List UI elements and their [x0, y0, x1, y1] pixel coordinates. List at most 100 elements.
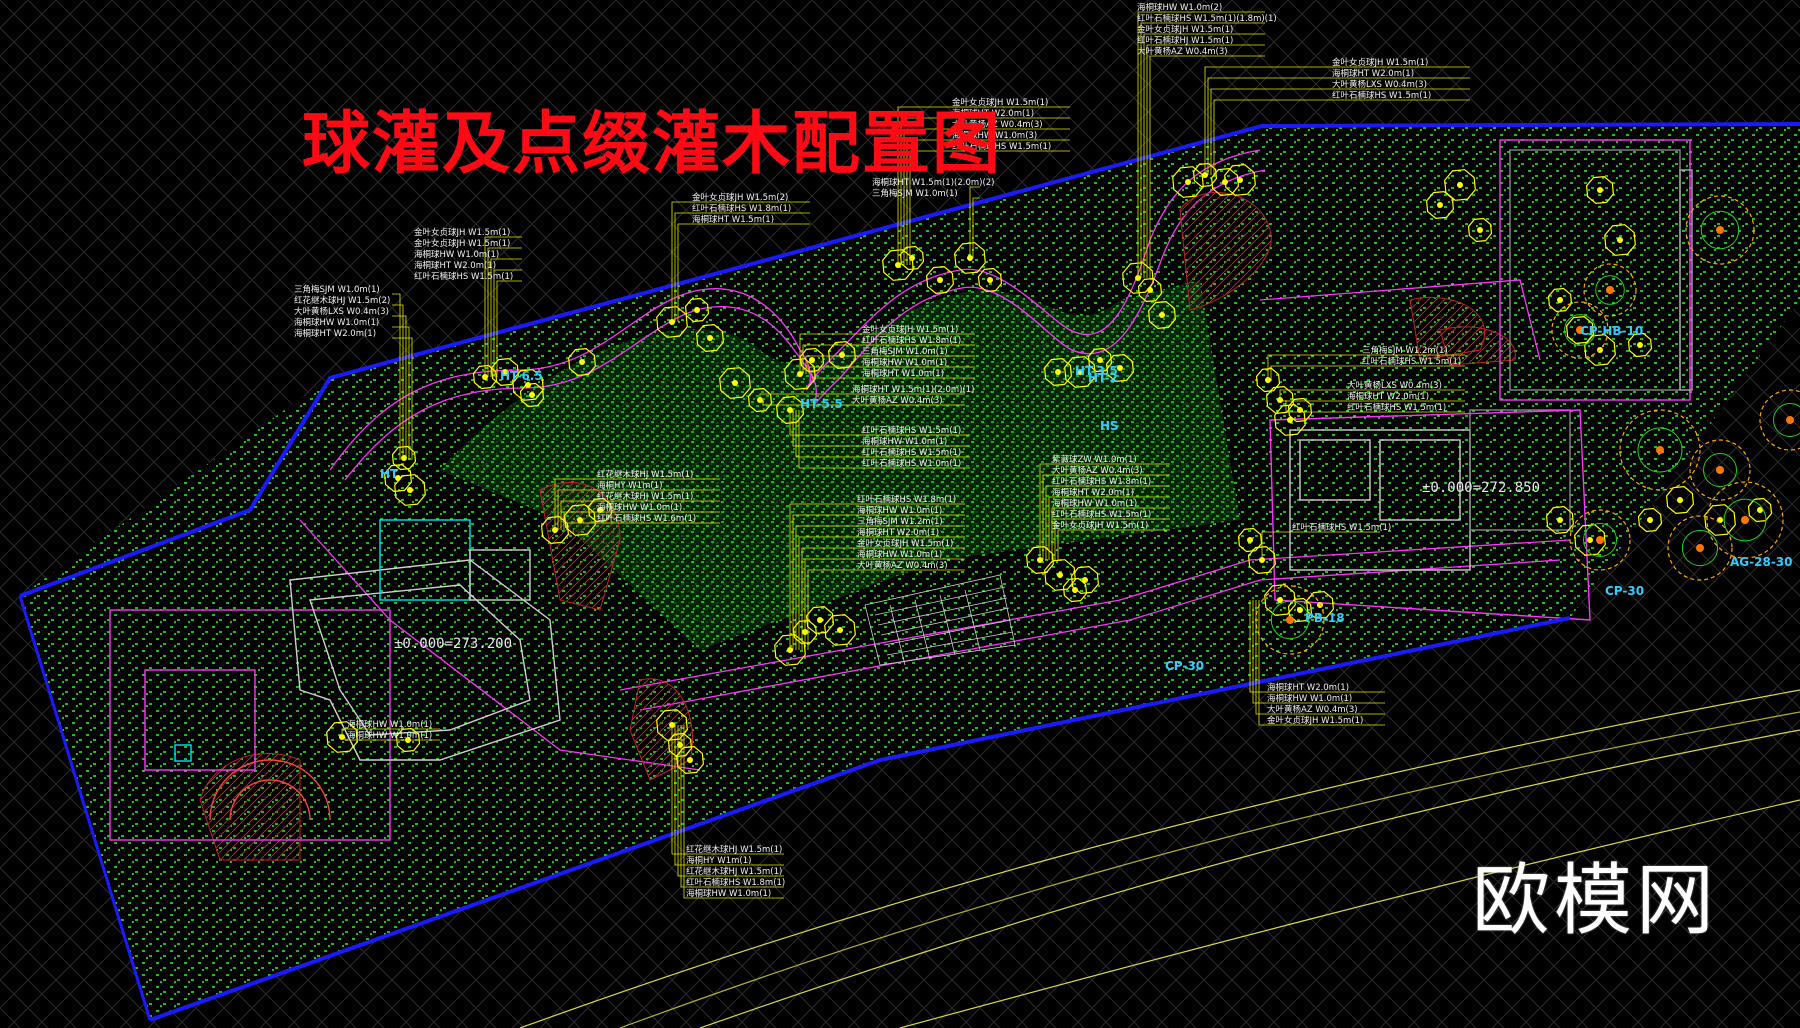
shrub-symbol [491, 358, 519, 386]
plant-callout: 金叶女贞球JH W1.5m(1)金叶女贞球JH W1.5m(1)海桐球HW W1… [414, 227, 522, 377]
elevation-right: ±0.000=272.850 [1422, 480, 1540, 496]
callout-line: 大叶黄杨AZ W0.4m(3) [952, 119, 1043, 130]
shrub-symbol [1071, 566, 1099, 594]
callout-line: 大叶黄杨LXS W0.4m(3) [294, 306, 389, 317]
plant-callout: 红花继木球HJ W1.5m(1)海桐HY W1m(1)红花继木球HJ W1.5m… [671, 725, 785, 899]
shrub-tag: HT-3.5 [1075, 364, 1118, 378]
callout-line: 红花继木球HJ W1.5m(1) [686, 844, 782, 855]
callout-line: 海桐球HT W2.0m(1) [414, 260, 496, 271]
callout-line: 海桐球HW W1.0m(1) [857, 505, 942, 516]
callout-line: 海桐球HT W2.0m(1) [294, 328, 376, 339]
site-boundary [19, 122, 1800, 598]
callout-line: 三角梅SJM W1.2m(1) [1362, 345, 1448, 356]
callout-line: 海桐球HW W1.0m(2) [1137, 2, 1222, 13]
callout-line: 大叶黄杨LXS W0.4m(3) [1332, 79, 1427, 90]
plant-callout: 金叶女贞球JH W1.5m(1)海桐球HT W2.0m(1)大叶黄杨AZ W0.… [897, 97, 1070, 265]
tree-symbol [1569, 509, 1631, 571]
shrub-symbols [326, 162, 1800, 774]
callout-line: 红花继木球HJ W1.5m(1) [686, 866, 782, 877]
plant-callout: 海桐球HW W1.0m(1)海桐球HW W1.0m(1) [341, 719, 440, 741]
callout-line: 海桐球HT W2.0m(1) [1052, 487, 1134, 498]
callout-line: 红叶石楠球HS W1.5m(1) [1362, 356, 1461, 367]
callout-line: 金叶女贞球JH W1.5m(1) [1267, 715, 1363, 726]
shrub-tag: HS [1100, 419, 1119, 433]
callout-line: 金叶女贞球JH W1.5m(2) [692, 192, 788, 203]
shrub-symbol [1148, 301, 1176, 329]
callout-line: 海桐球HT W1.5m(1)(2.0m)(2) [872, 177, 995, 188]
shrub-symbol [926, 266, 954, 294]
callout-line: 红叶石楠球HS W1.8m(1) [862, 335, 961, 346]
shrub-symbol [1064, 356, 1096, 388]
callout-line: 海桐球HW W1.0m(1) [686, 888, 771, 899]
shrub-tag: AG-28-30 [1730, 555, 1793, 569]
callout-line: 红叶石楠球HS W1.8m(1) [692, 203, 791, 214]
callout-line: 海桐HY W1m(1) [597, 480, 662, 491]
callout-line: 海桐球HT W2.0m(1) [952, 108, 1034, 119]
callout-line: 红叶石楠球HS W1.8m(1) [686, 877, 785, 888]
callout-line: 红花继木球HJ W1.5m(1) [597, 491, 693, 502]
shrub-symbol [1574, 524, 1606, 556]
plant-callout: 海桐球HT W1.5m(1)(2.0m)(1)大叶黄杨AZ W0.4m(3) [759, 384, 975, 406]
shrub-tag: HT-5.5 [800, 397, 843, 411]
shrub-tag: CP-HB-10 [1580, 324, 1643, 338]
tree-symbol [1759, 389, 1800, 451]
tree-symbol [1706, 481, 1784, 559]
shrub-symbol [667, 732, 693, 758]
shrub-symbol [1666, 486, 1694, 514]
shrub-symbol [1747, 497, 1773, 523]
plant-callout: 三角梅SJM W1.0m(1)红花继木球HJ W1.5m(2)大叶黄杨LXS W… [294, 284, 413, 460]
shrub-symbol [564, 504, 596, 536]
callout-line: 红叶石楠球HS W1.5m(1) [1292, 522, 1391, 533]
plant-callout: 金叶女贞球JH W1.5m(1)海桐球HT W2.0m(1)大叶黄杨LXS W0… [1204, 57, 1470, 175]
plant-callout: 金叶女贞球JH W1.5m(2)红叶石楠球HS W1.8m(1)海桐球HT W1… [671, 192, 810, 322]
tree-symbol [1551, 301, 1609, 359]
elevation-left: ±0.000=273.200 [394, 636, 512, 652]
callout-line: 海桐球HW W1.0m(1) [294, 317, 379, 328]
callout-line: 大叶黄杨AZ W0.4m(3) [852, 395, 943, 406]
callout-line: 红叶石楠球HS W1.5m(1)(1.8m)(1) [1137, 13, 1277, 24]
callout-line: 红叶石楠球HS W1.5m(1) [1052, 509, 1151, 520]
plant-callout: 海桐球HT W1.5m(1)(2.0m)(2)三角梅SJM W1.0m(1) [872, 177, 995, 258]
callout-line: 金叶女贞球JH W1.5m(1) [857, 538, 953, 549]
paving-grid [864, 574, 1016, 666]
callout-line: 红叶石楠球HJ W1.5m(1) [1137, 35, 1233, 46]
shrub-tag: PB-18 [1305, 611, 1345, 625]
plant-callout: 海桐球HT W2.0m(1)海桐球HW W1.0m(1)大叶黄杨AZ W0.4m… [1249, 600, 1385, 726]
shrub-symbol [899, 245, 925, 271]
callout-line: 金叶女贞球JH W1.5m(1) [1332, 57, 1428, 68]
shrub-symbol [587, 497, 613, 523]
tree-symbol [1583, 263, 1637, 317]
shrub-symbol [684, 297, 710, 323]
plant-callout: 红花继木球HJ W1.5m(1)海桐HY W1m(1)红花继木球HJ W1.5m… [554, 469, 720, 530]
site-lawn [20, 124, 1800, 1020]
shrub-symbol [824, 614, 856, 646]
callout-line: 大叶黄杨AZ W0.4m(3) [857, 560, 948, 571]
callout-line: 红花继木球HJ W1.5m(2) [294, 295, 390, 306]
shrub-tags: HTHT-6.5HT-5.5HT-3.5HT-2HSCP-30CP-HB-10P… [380, 324, 1793, 673]
shrub-tag: HT-6.5 [500, 369, 543, 383]
plant-callout: 海桐球HW W1.0m(2)红叶石楠球HS W1.5m(1)(1.8m)(1)金… [1137, 2, 1277, 278]
callout-line: 三角梅SJM W1.0m(1) [294, 284, 380, 295]
shrub-symbol [1287, 397, 1313, 423]
shrub-symbol [1627, 332, 1653, 358]
callout-line: 红叶石楠球HS W1.5m(1) [862, 425, 961, 436]
callout-line: 海桐球HT W1.0m(1) [862, 368, 944, 379]
plant-callout: 红叶石楠球HS W1.8m(1)海桐球HW W1.0m(1)三角梅SJM W1.… [789, 494, 965, 650]
plant-callout: 红叶石楠球HS W1.5m(1)海桐球HW W1.0m(1)红叶石楠球HS W1… [789, 410, 970, 469]
callout-line: 红叶石楠球HS W1.6m(1) [597, 513, 696, 524]
callout-line: 海桐球HW W1.0m(1) [1052, 498, 1137, 509]
callout-line: 金叶女贞球JH W1.5m(1) [952, 97, 1048, 108]
shrub-symbol [1062, 577, 1088, 603]
callout-line: 三角梅SJM W1.0m(1) [872, 188, 958, 199]
shrub-symbol [1546, 506, 1574, 534]
callout-line: 红叶石楠球HS W1.8m(1) [857, 494, 956, 505]
shrub-symbol [719, 367, 751, 399]
shrub-symbol [519, 382, 545, 408]
plant-callout: 红叶石楠球HS W1.5m(1) [1261, 522, 1391, 560]
shrub-tag: CP-30 [1165, 659, 1204, 673]
callout-line: 金叶女贞球JH W1.5m(1) [414, 227, 510, 238]
callout-line: 海桐球HT W2.0m(1) [857, 527, 939, 538]
callout-line: 金叶女贞球JH W1.5m(1) [414, 238, 510, 249]
building-right [1269, 139, 1693, 621]
